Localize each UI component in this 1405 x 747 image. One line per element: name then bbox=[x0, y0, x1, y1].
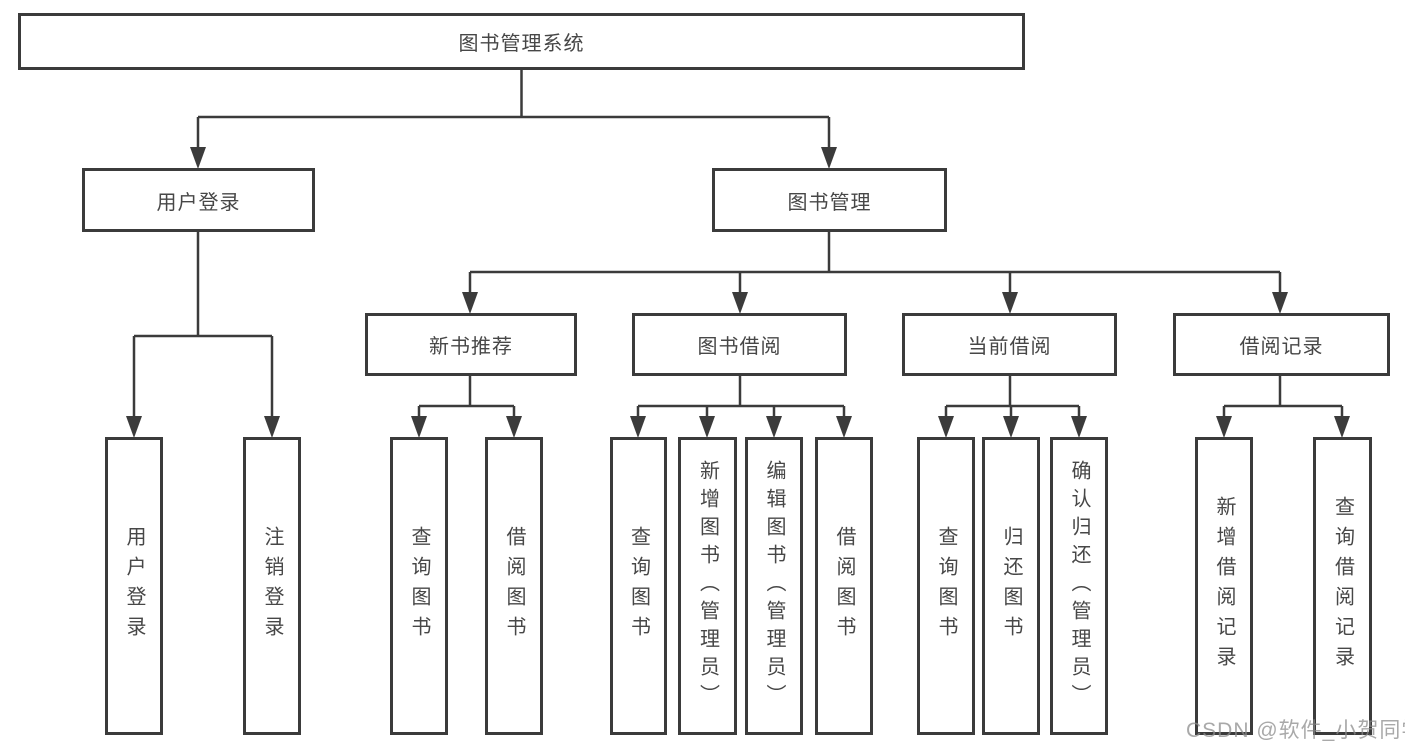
node-user-login: 用户登录 bbox=[82, 168, 315, 232]
leaf-edit-books-admin-label: 编辑图书（管理员） bbox=[763, 460, 785, 712]
connector-paths bbox=[132, 70, 1344, 418]
leaf-query-books-recommend: 查询图书 bbox=[390, 437, 448, 735]
leaf-user-login-label: 用户登录 bbox=[123, 526, 145, 646]
leaf-confirm-return-admin-label: 确认归还（管理员） bbox=[1068, 460, 1090, 712]
leaf-query-books-current: 查询图书 bbox=[917, 437, 975, 735]
node-current-borrow: 当前借阅 bbox=[902, 313, 1117, 376]
leaf-query-borrow-record-label: 查询借阅记录 bbox=[1331, 496, 1354, 676]
leaf-query-books-borrow-label: 查询图书 bbox=[627, 526, 650, 646]
leaf-query-books-recommend-label: 查询图书 bbox=[408, 526, 430, 646]
leaf-borrow-books-borrow: 借阅图书 bbox=[815, 437, 873, 735]
leaf-query-books-borrow: 查询图书 bbox=[610, 437, 667, 735]
node-book-management: 图书管理 bbox=[712, 168, 947, 232]
node-book-borrow: 图书借阅 bbox=[632, 313, 847, 376]
leaf-query-borrow-record: 查询借阅记录 bbox=[1313, 437, 1372, 735]
node-root-system: 图书管理系统 bbox=[18, 13, 1025, 70]
leaf-return-books-label: 归还图书 bbox=[1000, 526, 1022, 646]
leaf-edit-books-admin: 编辑图书（管理员） bbox=[745, 437, 803, 735]
leaf-add-borrow-record: 新增借阅记录 bbox=[1195, 437, 1253, 735]
leaf-query-books-current-label: 查询图书 bbox=[935, 526, 957, 646]
leaf-borrow-books-recommend: 借阅图书 bbox=[485, 437, 543, 735]
leaf-add-books-admin: 新增图书（管理员） bbox=[678, 437, 737, 735]
leaf-borrow-books-recommend-label: 借阅图书 bbox=[503, 526, 525, 646]
leaf-logout-label: 注销登录 bbox=[261, 526, 283, 646]
arrowheads bbox=[126, 147, 1350, 438]
leaf-borrow-books-borrow-label: 借阅图书 bbox=[833, 526, 855, 646]
leaf-logout: 注销登录 bbox=[243, 437, 301, 735]
leaf-user-login: 用户登录 bbox=[105, 437, 163, 735]
leaf-add-books-admin-label: 新增图书（管理员） bbox=[696, 460, 719, 712]
leaf-confirm-return-admin: 确认归还（管理员） bbox=[1050, 437, 1108, 735]
node-borrow-records: 借阅记录 bbox=[1173, 313, 1390, 376]
leaf-return-books: 归还图书 bbox=[982, 437, 1040, 735]
node-new-book-recommend: 新书推荐 bbox=[365, 313, 577, 376]
csdn-watermark: CSDN @软件_小贺同学 bbox=[1186, 719, 1405, 742]
leaf-add-borrow-record-label: 新增借阅记录 bbox=[1213, 496, 1235, 676]
